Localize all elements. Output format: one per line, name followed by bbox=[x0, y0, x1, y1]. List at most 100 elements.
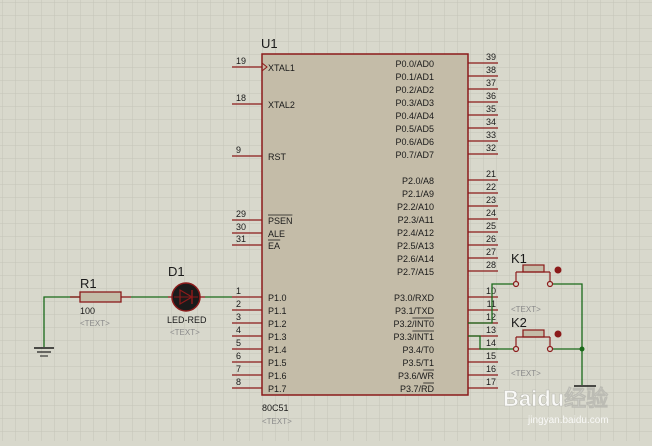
pin-name: P1.1 bbox=[268, 306, 287, 316]
pin-number: 17 bbox=[486, 377, 496, 387]
pin-name: P1.7 bbox=[268, 384, 287, 394]
chip-pin-left[interactable]: 3P1.2 bbox=[232, 312, 287, 329]
wire-p32-k1[interactable] bbox=[468, 283, 513, 324]
chip-pin-left[interactable]: 1P1.0 bbox=[232, 286, 287, 303]
pin-name: P0.4/AD4 bbox=[395, 111, 434, 121]
pin-name: P2.7/A15 bbox=[397, 267, 434, 277]
pin-name: P3.3/INT1 bbox=[393, 332, 434, 342]
chip-left-pins: 19XTAL118XTAL29RST29PSEN30ALE31EA1P1.02P… bbox=[232, 56, 295, 394]
pin-number: 15 bbox=[486, 351, 496, 361]
pin-name: P3.7/RD bbox=[400, 384, 435, 394]
chip-pin-left[interactable]: 5P1.4 bbox=[232, 338, 287, 355]
pin-number: 26 bbox=[486, 234, 496, 244]
pin-name: P0.0/AD0 bbox=[395, 59, 434, 69]
chip-pin-left[interactable]: 2P1.1 bbox=[232, 299, 287, 316]
pin-name: P1.4 bbox=[268, 345, 287, 355]
led-d1[interactable]: D1 LED-RED <TEXT> bbox=[167, 264, 207, 337]
pin-number: 9 bbox=[236, 145, 241, 155]
pin-number: 11 bbox=[487, 299, 496, 309]
watermark: Baidu经验 jingyan.baidu.com bbox=[503, 386, 609, 426]
pin-number: 27 bbox=[486, 247, 496, 257]
wire-p33-k2[interactable] bbox=[468, 335, 513, 350]
pin-number: 1 bbox=[236, 286, 241, 296]
pin-number: 33 bbox=[486, 130, 496, 140]
pin-number: 25 bbox=[486, 221, 496, 231]
chip-pin-left[interactable]: 4P1.3 bbox=[232, 325, 287, 342]
pin-number: 10 bbox=[486, 286, 496, 296]
pin-number: 37 bbox=[486, 78, 496, 88]
pin-number: 19 bbox=[236, 56, 246, 66]
pin-name: ALE bbox=[268, 229, 285, 239]
pin-number: 23 bbox=[486, 195, 496, 205]
pin-number: 36 bbox=[486, 91, 496, 101]
pin-number: 38 bbox=[486, 65, 496, 75]
resistor-r1[interactable]: R1 100 <TEXT> bbox=[70, 276, 131, 328]
pin-number: 2 bbox=[236, 299, 241, 309]
pin-name: P2.4/A12 bbox=[397, 228, 434, 238]
chip-pin-left[interactable]: 7P1.6 bbox=[232, 364, 287, 381]
pin-number: 12 bbox=[486, 312, 496, 322]
pin-number: 34 bbox=[486, 117, 496, 127]
pin-name: P3.5/T1 bbox=[402, 358, 434, 368]
pin-number: 8 bbox=[236, 377, 241, 387]
pin-name: P3.1/TXD bbox=[395, 306, 435, 316]
pin-number: 3 bbox=[236, 312, 241, 322]
chip-right-pins: 39P0.0/AD038P0.1/AD137P0.2/AD236P0.3/AD3… bbox=[393, 52, 498, 394]
switch-k1[interactable]: K1 <TEXT> bbox=[511, 251, 562, 314]
junction-dot bbox=[579, 346, 585, 352]
pin-name: PSEN bbox=[268, 216, 293, 226]
pin-number: 31 bbox=[236, 234, 246, 244]
chip-u1[interactable]: U1 19XTAL118XTAL29RST29PSEN30ALE31EA1P1.… bbox=[232, 36, 498, 426]
pin-name: P0.6/AD6 bbox=[395, 137, 434, 147]
pin-name: P3.4/T0 bbox=[402, 345, 434, 355]
ground-symbol-left[interactable] bbox=[34, 296, 80, 357]
pin-number: 39 bbox=[486, 52, 496, 62]
r1-value-label: 100 bbox=[80, 306, 95, 316]
chip-pin-left[interactable]: 8P1.7 bbox=[232, 377, 287, 394]
chip-pin-left[interactable]: 6P1.5 bbox=[232, 351, 287, 368]
k2-text-placeholder: <TEXT> bbox=[511, 369, 541, 378]
pin-name: P3.2/INT0 bbox=[393, 319, 434, 329]
chip-body[interactable] bbox=[261, 53, 469, 396]
clock-marker bbox=[261, 62, 268, 72]
pin-name: XTAL1 bbox=[268, 63, 295, 73]
pin-name: P1.6 bbox=[268, 371, 287, 381]
pin-name: P0.3/AD3 bbox=[395, 98, 434, 108]
pin-name: P2.1/A9 bbox=[402, 189, 434, 199]
switch-k2[interactable]: K2 <TEXT> bbox=[511, 315, 562, 378]
pin-name: P2.6/A14 bbox=[397, 254, 434, 264]
pin-name: P0.2/AD2 bbox=[395, 85, 434, 95]
pin-name: P2.2/A10 bbox=[397, 202, 434, 212]
chip-part-label: 80C51 bbox=[262, 403, 289, 413]
pin-number: 24 bbox=[486, 208, 496, 218]
